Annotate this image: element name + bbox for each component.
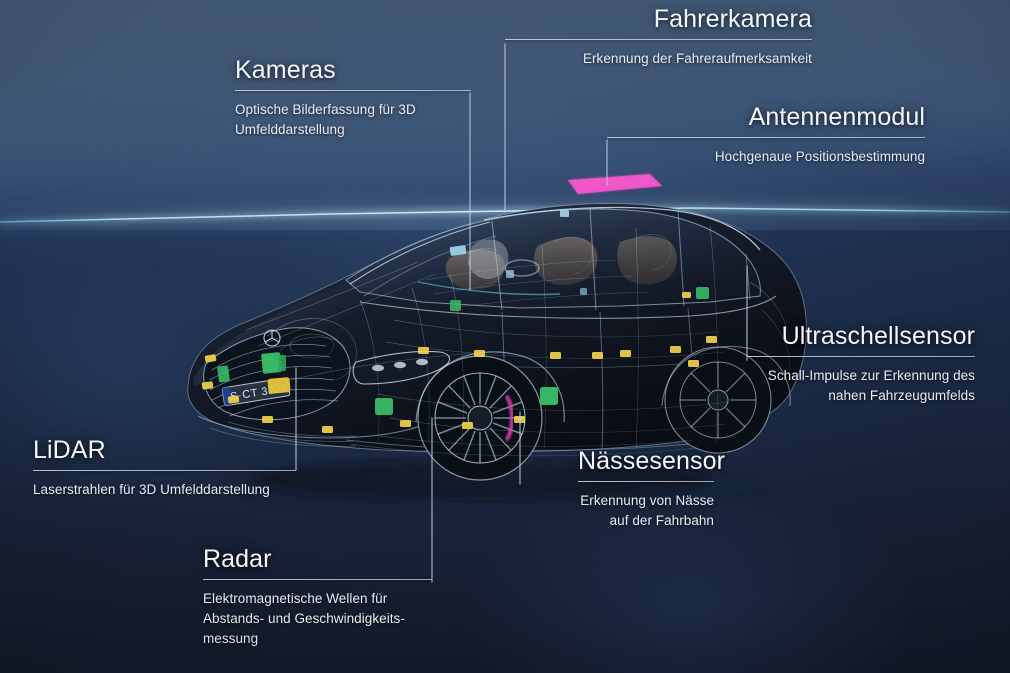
- callout-rule-antennenmodul: [607, 137, 925, 138]
- callout-description-line: Erkennung von Nässe: [580, 493, 714, 508]
- callout-description-line: auf der Fahrbahn: [609, 512, 714, 528]
- callout-title-fahrerkamera: Fahrerkamera: [653, 5, 812, 33]
- callout-title-lidar: LiDAR: [33, 436, 106, 464]
- callout-description-fahrerkamera: Erkennung der Fahreraufmerksamkeit: [582, 51, 812, 66]
- callout-rule-ultraschellsensor: [747, 356, 975, 357]
- callout-description-line: Optische Bilderfassung für 3D: [235, 102, 416, 117]
- callout-title-ultraschellsensor: Ultraschellsensor: [781, 322, 975, 350]
- callout-fahrerkamera[interactable]: Fahrerkamera Erkennung der Fahreraufmerk…: [505, 6, 812, 69]
- callout-rule-fahrerkamera: [505, 39, 812, 40]
- driver-camera-marker: [449, 245, 467, 256]
- callout-rule-naessesensor: [578, 481, 714, 482]
- callout-description-line: Umfelddarstellung: [235, 121, 345, 137]
- callout-description-line: messung: [203, 630, 259, 646]
- antenna-module-marker: [568, 174, 662, 194]
- callout-title-naessesensor: Nässesensor: [578, 447, 725, 475]
- callout-description-antennenmodul: Hochgenaue Positionsbestimmung: [714, 149, 925, 164]
- callout-description-line: nahen Fahrzeugumfelds: [828, 387, 975, 403]
- callout-kameras[interactable]: Kameras Optische Bilderfassung für 3D Um…: [235, 57, 471, 140]
- callout-description-ultraschellsensor: Schall-Impulse zur Erkennung des nahen F…: [747, 366, 975, 406]
- callout-description-lidar: Laserstrahlen für 3D Umfelddarstellung: [33, 482, 270, 497]
- callout-ultraschellsensor[interactable]: Ultraschellsensor Schall-Impulse zur Erk…: [747, 323, 975, 406]
- callout-description-line: Abstands- und Geschwindigkeits-: [203, 610, 405, 626]
- callout-naessesensor[interactable]: Nässesensor Erkennung von Nässe auf der …: [578, 447, 725, 531]
- callout-lidar[interactable]: LiDAR Laserstrahlen für 3D Umfelddarstel…: [33, 437, 296, 500]
- callout-rule-radar: [203, 579, 432, 580]
- callout-description-line: Elektromagnetische Wellen für: [203, 591, 388, 606]
- callout-rule-lidar: [33, 470, 296, 471]
- callout-title-radar: Radar: [203, 545, 272, 573]
- callout-description-radar: Elektromagnetische Wellen für Abstands- …: [203, 589, 432, 649]
- callout-antennenmodul[interactable]: Antennenmodul Hochgenaue Positionsbestim…: [607, 104, 925, 167]
- callout-description-line: Schall-Impulse zur Erkennung des: [767, 368, 975, 383]
- callout-description-naessesensor: Erkennung von Nässe auf der Fahrbahn: [578, 491, 714, 531]
- callout-title-antennenmodul: Antennenmodul: [748, 103, 925, 131]
- callout-description-kameras: Optische Bilderfassung für 3D Umfelddars…: [235, 100, 471, 140]
- callout-radar[interactable]: Radar Elektromagnetische Wellen für Abst…: [203, 546, 432, 649]
- callout-rule-kameras: [235, 90, 471, 91]
- callout-title-kameras: Kameras: [235, 56, 336, 84]
- car-xray-illustration: S·CT 3223: [187, 174, 807, 529]
